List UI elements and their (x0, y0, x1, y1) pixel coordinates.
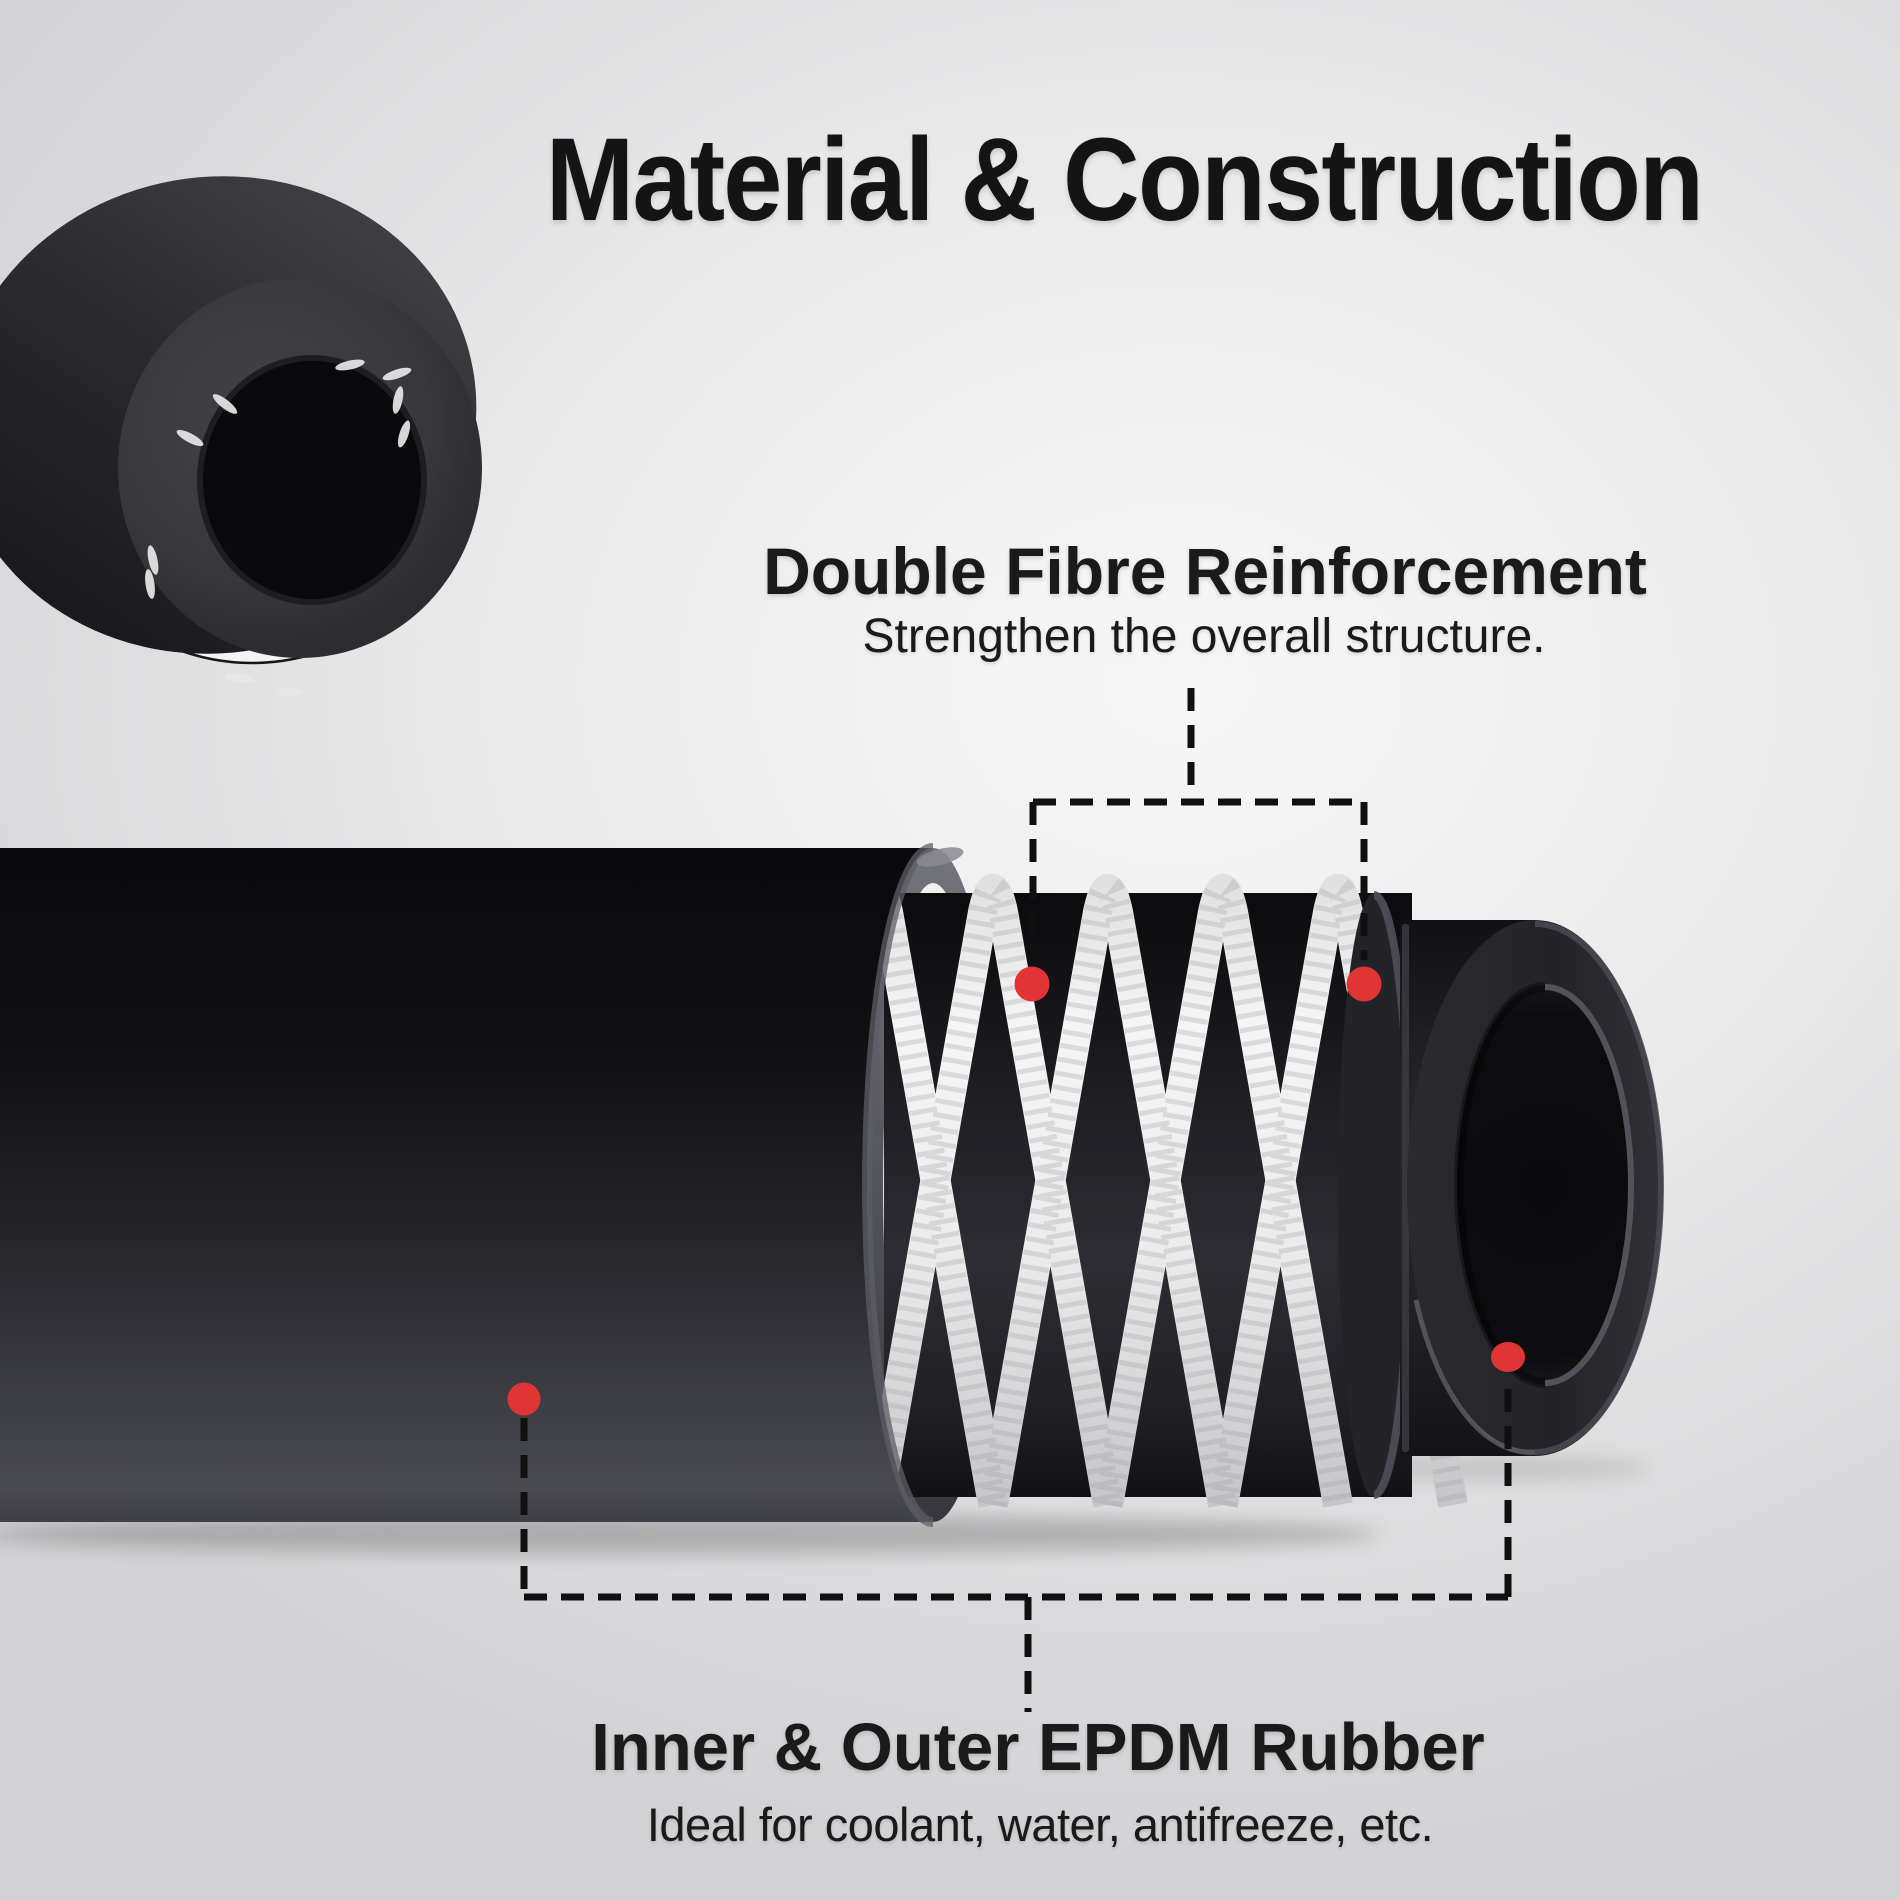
fiber-dash (276, 687, 304, 697)
tube-bore-hole (1457, 985, 1633, 1385)
fiber-dash (225, 671, 256, 684)
inset-hose-photo (0, 135, 514, 697)
inner-tube (1400, 920, 1664, 1456)
epdm-callout-subtitle: Ideal for coolant, water, antifreeze, et… (646, 1798, 1434, 1851)
fibre-callout-title: Double Fibre Reinforcement (763, 534, 1647, 608)
callout-dot-fibre-right (1346, 966, 1382, 1002)
fibre-callout-lines (1014, 688, 1382, 1002)
callout-dot-epdm-outer (507, 1382, 541, 1416)
inset-bore-hole (200, 358, 424, 602)
fiber-dash (410, 632, 437, 660)
fibre-callout-subtitle: Strengthen the overall structure. (862, 610, 1546, 663)
fiber-dash (433, 603, 462, 629)
inset-circle-frame (39, 239, 465, 665)
epdm-callout-title: Inner & Outer EPDM Rubber (591, 1710, 1485, 1785)
hose-cross-section-inset (0, 135, 514, 697)
callout-dot-fibre-left (1014, 966, 1050, 1002)
braid-layer (884, 893, 1412, 1497)
epdm-callout-lines (507, 1342, 1525, 1712)
page-title: Material & Construction (545, 114, 1704, 246)
outer-hose (0, 843, 964, 1527)
callout-dot-epdm-inner (1491, 1342, 1525, 1372)
